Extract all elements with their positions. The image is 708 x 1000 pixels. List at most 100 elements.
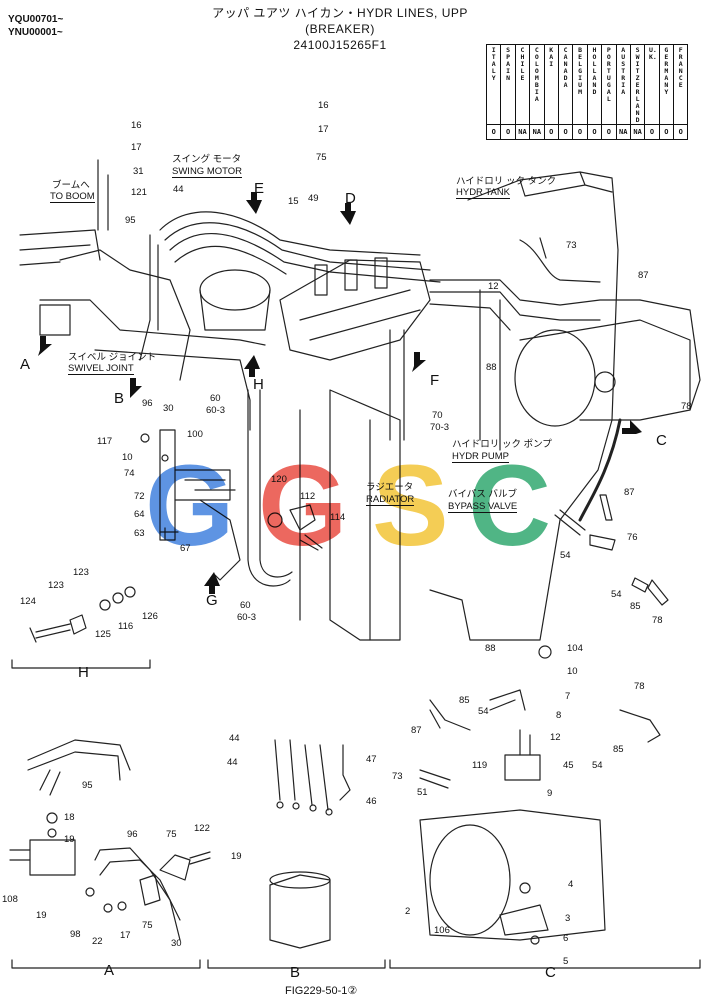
- hydr-pump-label-jp: ハイドロリ ック ポンプ: [452, 439, 552, 450]
- view-letter-g: G: [206, 592, 218, 609]
- serial-number-1: YQU00701~: [8, 14, 64, 25]
- to-boom-label-jp: ブームへ: [52, 180, 90, 191]
- serial-number-2: YNU00001~: [8, 27, 63, 38]
- part-number: 45: [563, 760, 574, 771]
- page-title: アッパ ユアツ ハイカン・HYDR LINES, UPP: [212, 6, 468, 20]
- section-a-pipe-95: [27, 739, 131, 781]
- country-name: KAI: [549, 46, 554, 68]
- section-b-hoses: [274, 739, 329, 811]
- part-number: 72: [134, 491, 145, 502]
- part-number: 125: [95, 629, 111, 640]
- part-number: 15: [288, 196, 299, 207]
- part-number: 7: [565, 691, 571, 702]
- hose-bundle-44: [159, 211, 421, 256]
- part-number: 54: [592, 760, 603, 771]
- part-number: 16: [318, 100, 329, 111]
- hydr-tank-label-jp: ハイドロリ ック タンク: [456, 176, 557, 187]
- part-number: 108: [2, 894, 18, 905]
- part-number: 17: [120, 930, 131, 941]
- figure-caption: FIG229-50-1②: [285, 985, 358, 997]
- view-arrow-h: [244, 355, 260, 377]
- country-name: AUSTRIA: [621, 46, 626, 96]
- part-number: 119: [472, 760, 488, 771]
- part-number: 123: [73, 567, 89, 578]
- part-number: 44: [173, 184, 184, 195]
- part-number: 123: [48, 580, 64, 591]
- part-number: 126: [142, 611, 158, 622]
- view-arrow-f: [412, 352, 426, 372]
- bracket-assembly: [159, 429, 176, 541]
- part-number: 17: [131, 142, 142, 153]
- part-number: 67: [180, 543, 191, 554]
- part-number: 2: [405, 906, 411, 917]
- part-number: 122: [194, 823, 210, 834]
- part-number: 78: [634, 681, 645, 692]
- part-number: 75: [142, 920, 153, 931]
- part-number: 85: [630, 601, 641, 612]
- part-number: 49: [308, 193, 319, 204]
- part-number: 100: [187, 429, 203, 440]
- part-number: 87: [411, 725, 422, 736]
- part-number: 8: [556, 710, 562, 721]
- part-number: 18: [64, 812, 75, 823]
- part-number: 54: [611, 589, 622, 600]
- section-b-motor: [269, 874, 331, 949]
- hydr-pump-label: HYDR PUMP: [452, 451, 510, 463]
- view-arrow-d: [340, 203, 356, 225]
- view-letter-e: E: [254, 180, 265, 197]
- country-name: CANADA: [563, 46, 568, 89]
- view-arrow-e: [246, 192, 262, 214]
- part-number: 31: [133, 166, 144, 177]
- swing-motor-label-jp: スイング モータ: [172, 154, 242, 165]
- part-number: 3: [565, 913, 571, 924]
- part-number: 75: [166, 829, 177, 840]
- part-number: 106: [434, 925, 450, 936]
- part-number: 74: [124, 468, 135, 479]
- part-number: 70-3: [430, 422, 450, 433]
- section-b-label: B: [290, 964, 301, 981]
- country-name: HOLLAND: [592, 46, 597, 96]
- country-name: U.K.: [648, 46, 657, 61]
- view-arrow-g: [204, 572, 220, 594]
- view-letter-b: B: [114, 390, 125, 407]
- pump-hoses: [429, 279, 641, 306]
- part-number: 60-3: [237, 612, 257, 623]
- part-number: 104: [567, 643, 583, 654]
- country-mark: O: [601, 124, 617, 140]
- section-h-label: H: [78, 664, 89, 681]
- hydr-tank-outline: [429, 171, 619, 641]
- to-boom-lines: [19, 229, 101, 266]
- view-arrow-a: [38, 336, 52, 356]
- pipe-60: [247, 389, 291, 587]
- control-valve-block: [279, 259, 431, 361]
- view-letter-h: H: [253, 376, 264, 393]
- watermark-letter-1: G: [145, 442, 234, 570]
- part-number: 51: [417, 787, 428, 798]
- part-number: 114: [330, 512, 346, 523]
- part-number: 95: [125, 215, 136, 226]
- part-number: 46: [366, 796, 377, 807]
- section-h-bolt: [29, 623, 71, 643]
- part-number: 19: [36, 910, 47, 921]
- part-number: 73: [566, 240, 577, 251]
- hydr-tank-label: HYDR TANK: [456, 187, 511, 199]
- part-number: 87: [624, 487, 635, 498]
- part-number: 87: [638, 270, 649, 281]
- section-a-label: A: [104, 962, 115, 979]
- part-number: 10: [567, 666, 578, 677]
- part-number: 85: [613, 744, 624, 755]
- part-number: 30: [163, 403, 174, 414]
- watermark-letter-4: C: [468, 442, 551, 570]
- swing-motor-label: SWING MOTOR: [172, 166, 243, 178]
- bypass-valve-label: BYPASS VALVE: [448, 501, 518, 513]
- part-number: 9: [547, 788, 553, 799]
- part-number: 124: [20, 596, 36, 607]
- country-name: CHILE: [520, 46, 525, 82]
- hydr-pump-body: [514, 329, 596, 427]
- part-number: 44: [229, 733, 240, 744]
- part-number: 6: [563, 933, 569, 944]
- part-number: 76: [627, 532, 638, 543]
